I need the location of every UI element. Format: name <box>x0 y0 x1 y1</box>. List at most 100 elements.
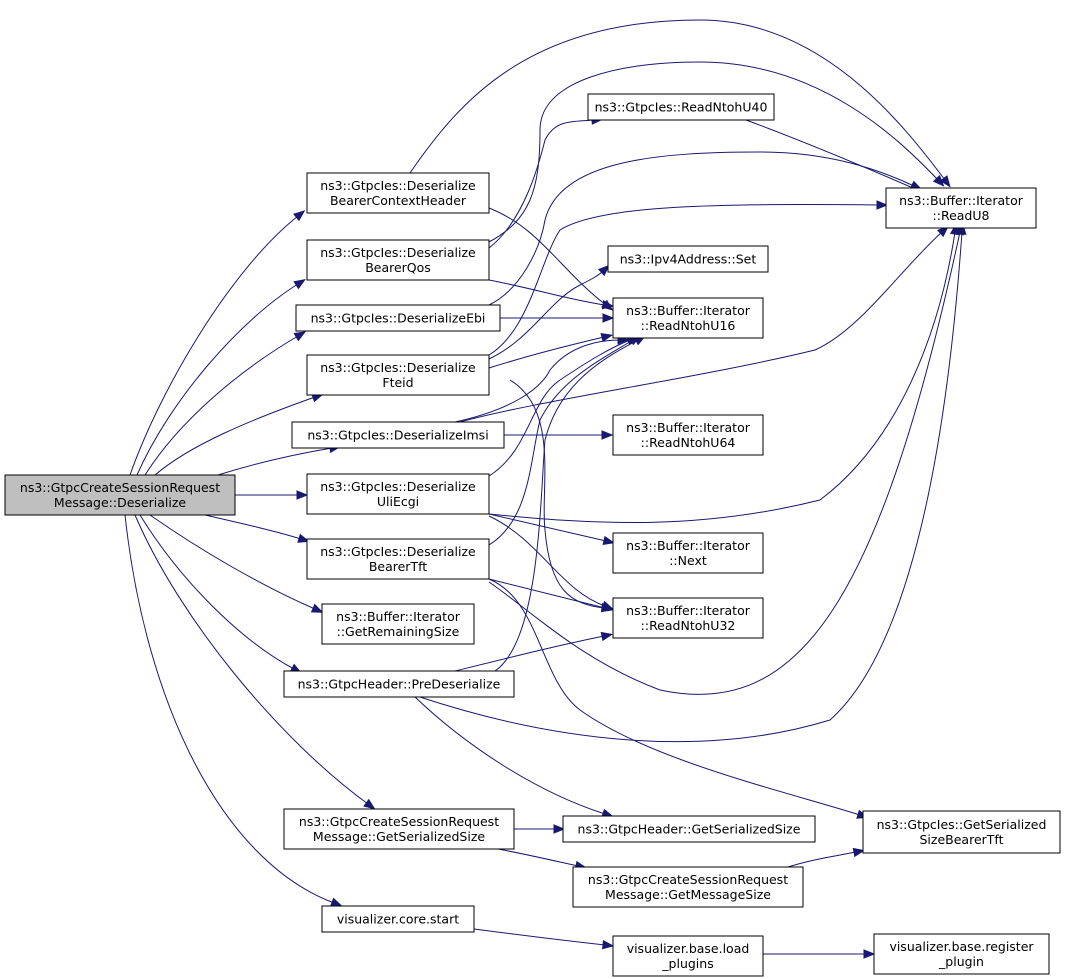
node-debi[interactable]: ns3::GtpcIes::DeserializeEbi <box>295 304 501 332</box>
edge-line <box>459 231 943 423</box>
node-ipv4set[interactable]: ns3::Ipv4Address::Set <box>607 245 769 273</box>
edge-dbqos-to-readu16 <box>488 279 615 310</box>
node-box <box>283 670 515 698</box>
edge-line <box>454 635 605 672</box>
node-label-line: ns3::GtpcIes::Deserialize <box>320 479 476 494</box>
node-regplugin[interactable]: visualizer.base.register_plugin <box>873 933 1050 975</box>
edge-arrowhead <box>932 174 945 187</box>
edge-dimsi-to-readu64 <box>504 430 614 440</box>
edge-arrowhead <box>296 490 309 500</box>
edge-arrowhead <box>601 430 614 440</box>
edge-line <box>488 119 595 249</box>
edge-line <box>488 151 915 306</box>
edge-getsersize-to-getmsgsize <box>497 848 588 871</box>
node-root: ns3::GtpcCreateSessionRequestMessage::De… <box>4 474 236 516</box>
node-label-line: BearerTft <box>369 559 427 574</box>
node-vizstart[interactable]: visualizer.core.start <box>321 905 475 933</box>
edge-arrowhead <box>329 897 343 907</box>
node-predeser[interactable]: ns3::GtpcHeader::PreDeserialize <box>283 670 515 698</box>
node-label-line: ::ReadNtohU32 <box>641 618 736 633</box>
edge-root-to-dbqos <box>136 279 306 476</box>
node-label-line: ns3::Ipv4Address::Set <box>620 252 757 267</box>
edge-arrowhead <box>601 299 615 310</box>
node-label-line: Message::GetMessageSize <box>605 887 771 902</box>
node-label-line: BearerContextHeader <box>330 193 467 208</box>
edge-arrowhead <box>553 824 566 834</box>
edge-layer <box>124 19 967 959</box>
node-box <box>612 935 764 977</box>
edge-arrowhead <box>602 535 616 546</box>
node-box <box>291 421 505 449</box>
node-next[interactable]: ns3::Buffer::Iterator::Next <box>612 532 764 574</box>
node-label-line: ns3::GtpcHeader::GetSerializedSize <box>578 822 801 837</box>
edge-line <box>494 339 639 672</box>
node-label-line: ns3::GtpcIes::Deserialize <box>320 178 476 193</box>
edge-dbtft-to-readu32 <box>488 578 615 612</box>
node-readu16[interactable]: ns3::Buffer::Iterator::ReadNtohU16 <box>612 297 764 339</box>
edge-line <box>139 514 295 670</box>
edge-line <box>129 215 299 476</box>
edge-line <box>488 231 961 695</box>
edge-line <box>124 514 335 904</box>
edge-dbqos-to-readu40 <box>488 115 604 249</box>
node-readu32[interactable]: ns3::Buffer::Iterator::ReadNtohU32 <box>612 597 764 639</box>
edge-arrowhead <box>297 533 310 543</box>
node-label-line: ns3::GtpcIes::DeserializeEbi <box>311 311 486 326</box>
edge-predeser-to-hdrgetsize <box>414 696 614 818</box>
edge-line <box>136 283 299 476</box>
node-box <box>4 474 236 516</box>
node-dimsi[interactable]: ns3::GtpcIes::DeserializeImsi <box>291 421 505 449</box>
edge-line <box>409 19 946 181</box>
edge-line <box>149 514 316 610</box>
node-label-line: ::ReadNtohU64 <box>641 435 736 450</box>
node-label-line: ns3::GtpcIes::Deserialize <box>320 360 476 375</box>
node-label-line: BearerQos <box>365 260 431 275</box>
edge-root-to-dimsi <box>217 443 342 476</box>
edge-root-to-duliecgi <box>235 490 309 500</box>
node-box <box>321 905 475 933</box>
node-readu40[interactable]: ns3::GtpcIes::ReadNtohU40 <box>587 93 775 121</box>
node-dbch[interactable]: ns3::GtpcIes::DeserializeBearerContextHe… <box>306 172 490 214</box>
edge-root-to-predeser <box>139 514 303 674</box>
node-label-line: ::GetRemainingSize <box>337 624 460 639</box>
node-getmsgsize[interactable]: ns3::GtpcCreateSessionRequestMessage::Ge… <box>572 866 804 908</box>
node-label-line: _plugins <box>661 956 713 971</box>
node-remsize[interactable]: ns3::Buffer::Iterator::GetRemainingSize <box>321 603 475 645</box>
edge-getmsgsize-to-gsbtft <box>787 847 866 868</box>
edge-line <box>473 928 606 946</box>
node-label-line: SizeBearerTft <box>920 832 1004 847</box>
node-readu64[interactable]: ns3::Buffer::Iterator::ReadNtohU64 <box>612 414 764 456</box>
edge-getsersize-to-hdrgetsize <box>514 824 566 834</box>
node-label-line: ns3::GtpcCreateSessionRequest <box>588 872 788 887</box>
node-hdrgetsize[interactable]: ns3::GtpcHeader::GetSerializedSize <box>562 815 816 843</box>
edge-vizstart-to-loadplugins <box>473 928 615 950</box>
node-getsersize[interactable]: ns3::GtpcCreateSessionRequestMessage::Ge… <box>283 808 515 850</box>
node-label-line: visualizer.core.start <box>337 912 459 927</box>
edge-arrowhead <box>957 222 967 235</box>
edge-line <box>144 335 299 476</box>
edge-debi-to-readu8 <box>488 151 923 306</box>
node-box <box>885 187 1037 229</box>
node-box <box>306 172 490 214</box>
edge-arrowhead <box>600 631 614 642</box>
edge-line <box>488 513 607 542</box>
node-readu8[interactable]: ns3::Buffer::Iterator::ReadU8 <box>885 187 1037 229</box>
node-box <box>572 866 804 908</box>
node-box <box>612 532 764 574</box>
edge-arrowhead <box>293 331 307 342</box>
node-box <box>321 603 475 645</box>
node-label-line: ns3::Buffer::Iterator <box>626 420 751 435</box>
node-box <box>295 304 501 332</box>
node-box <box>562 815 816 843</box>
edge-debi-to-readu16 <box>500 313 615 323</box>
node-label-line: visualizer.base.load <box>627 941 750 956</box>
edge-line <box>217 447 333 476</box>
edge-arrowhead <box>602 313 615 323</box>
node-loadplugins[interactable]: visualizer.base.load_plugins <box>612 935 764 977</box>
edge-dbch-to-readu16 <box>488 207 614 311</box>
